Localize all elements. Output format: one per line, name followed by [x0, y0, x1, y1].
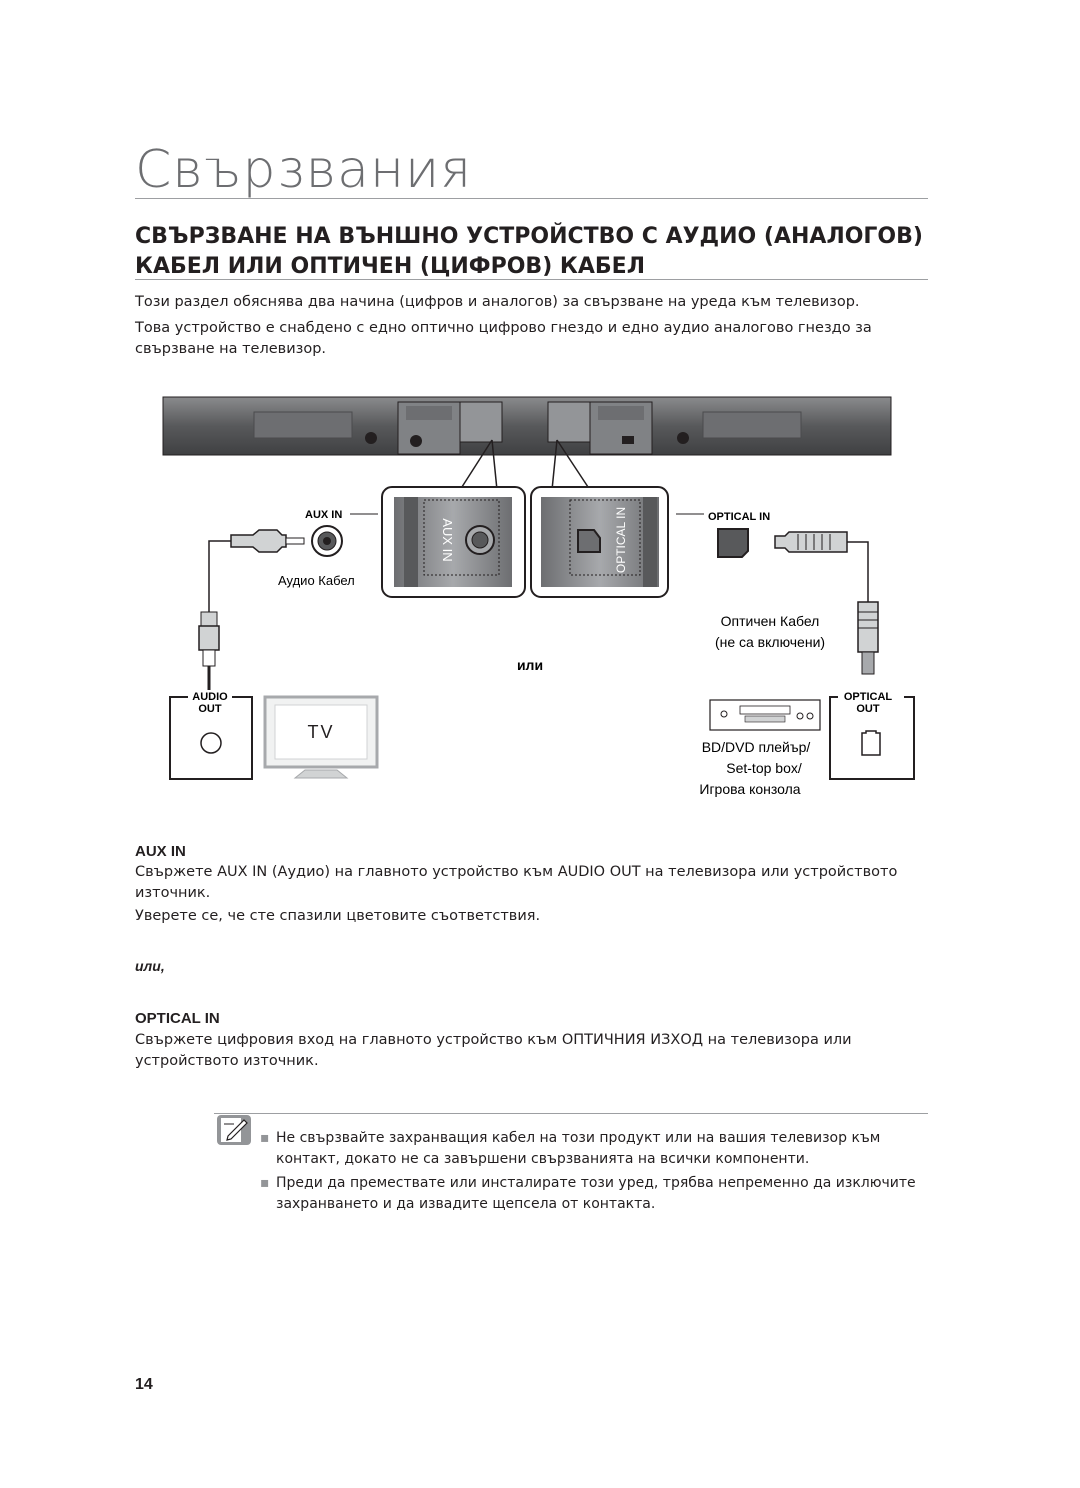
- aux-in-text-2: Уверете се, че сте спазили цветовите съо…: [135, 908, 541, 924]
- note-rule: [214, 1113, 928, 1114]
- optical-in-heading: OPTICAL IN: [135, 1010, 220, 1027]
- optical-out-panel: [829, 690, 915, 780]
- zoom-optical-in-text: OPTICAL IN: [614, 507, 628, 573]
- section-title-line-1: СВЪРЗВАНЕ НА ВЪНШНО УСТРОЙСТВО С АУДИО (…: [135, 224, 923, 249]
- aux-in-zoom: AUX IN: [381, 486, 526, 598]
- note-item-text: Преди да премествате или инсталирате тоз…: [276, 1175, 916, 1212]
- note-item: ▪ Не свързвайте захранващия кабел на тоз…: [260, 1128, 940, 1170]
- note-pencil-icon: [217, 1115, 251, 1145]
- intro-paragraph-2: Това устройство е снабдено с едно оптичн…: [135, 320, 872, 357]
- bullet-icon: ▪: [260, 1175, 270, 1191]
- notes-list: ▪ Не свързвайте захранващия кабел на тоз…: [260, 1128, 940, 1218]
- tv-illustration: [263, 695, 379, 779]
- optical-in-text-1: Свържете цифровия вход на главното устро…: [135, 1032, 852, 1069]
- optical-cable-illustration: [717, 528, 879, 675]
- aux-in-text-1: Свържете AUX IN (Аудио) на главното устр…: [135, 864, 898, 901]
- or-label: или: [517, 657, 543, 673]
- audio-out-label-2: OUT: [198, 703, 222, 715]
- chapter-title: Свързвания: [135, 140, 473, 200]
- optical-in-label: OPTICAL IN: [708, 511, 770, 523]
- aux-in-label: AUX IN: [305, 509, 342, 521]
- section-title-line-2: КАБЕЛ ИЛИ ОПТИЧЕН (ЦИФРОВ) КАБЕЛ: [135, 254, 645, 279]
- page-number: 14: [135, 1376, 153, 1393]
- aux-in-heading: AUX IN: [135, 843, 186, 860]
- intro-paragraph-1: Този раздел обяснява два начина (цифров …: [135, 294, 860, 310]
- note-item: ▪ Преди да премествате или инсталирате т…: [260, 1173, 940, 1215]
- audio-out-label-1: AUDIO: [192, 691, 228, 703]
- section-title: СВЪРЗВАНЕ НА ВЪНШНО УСТРОЙСТВО С АУДИО (…: [135, 222, 935, 282]
- audio-out-panel: [169, 690, 253, 780]
- chapter-title-rule: [135, 198, 928, 199]
- tv-label: TV: [307, 722, 334, 742]
- or-separator: или,: [135, 958, 165, 974]
- optical-out-label-1: OPTICAL: [844, 691, 893, 703]
- section-title-rule: [135, 279, 928, 280]
- soundbar-illustration: [162, 396, 892, 456]
- bullet-icon: ▪: [260, 1130, 270, 1146]
- zoom-aux-in-text: AUX IN: [440, 518, 455, 561]
- audio-cable-label: Аудио Кабел: [278, 573, 355, 588]
- source-device-line-1: BD/DVD плейър/: [702, 739, 811, 755]
- connection-diagram: AUX IN OPTICAL IN AUX IN OPTICAL IN Ауди…: [162, 396, 915, 797]
- optical-in-zoom: OPTICAL IN: [530, 486, 669, 598]
- source-device-line-2: Set-top box/: [726, 760, 802, 776]
- note-item-text: Не свързвайте захранващия кабел на този …: [276, 1130, 881, 1167]
- source-device-line-3: Игрова конзола: [699, 781, 800, 797]
- optical-cable-label-1: Оптичен Кабел: [721, 613, 820, 629]
- optical-cable-label-2: (не са включени): [715, 634, 825, 650]
- bd-dvd-player-illustration: [709, 699, 821, 731]
- audio-cable-illustration: [198, 525, 343, 690]
- optical-out-label-2: OUT: [856, 703, 880, 715]
